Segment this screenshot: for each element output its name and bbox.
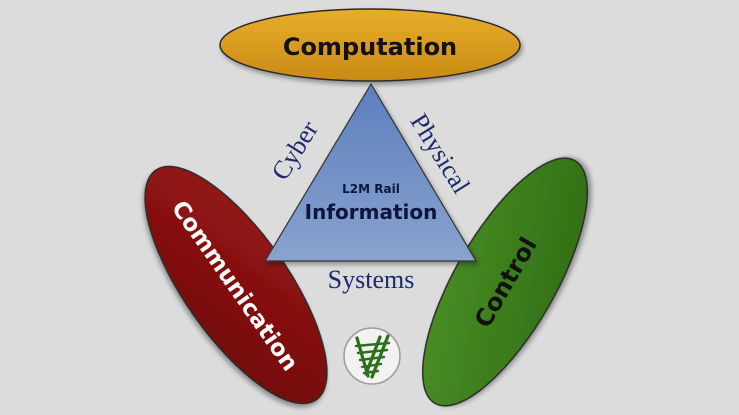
systems-label: Systems — [328, 265, 415, 294]
cyber-label: Cyber — [266, 116, 324, 186]
triangle-title: L2M Rail — [342, 182, 400, 196]
computation-label: Computation — [283, 33, 457, 61]
computation-node: Computation — [219, 8, 521, 82]
triangle-label: Information — [305, 200, 438, 224]
information-triangle: L2M Rail Information — [263, 82, 478, 262]
railroad-track-logo-icon — [343, 327, 401, 385]
